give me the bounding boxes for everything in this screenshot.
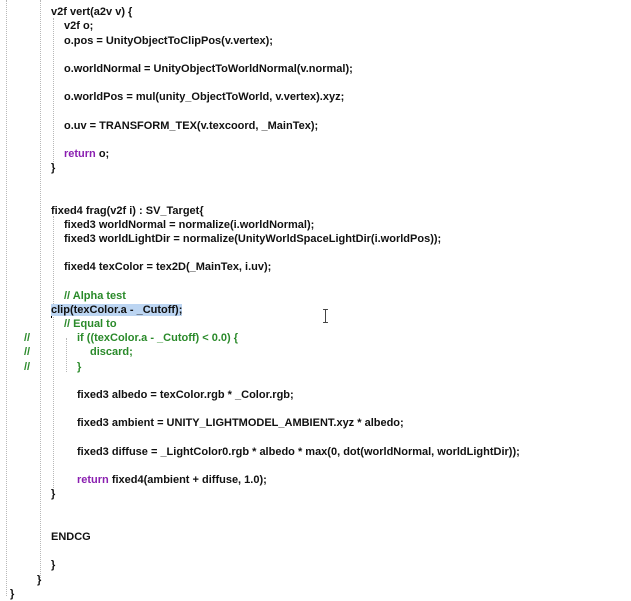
indent-guide <box>66 338 67 372</box>
code-text: } <box>51 559 56 571</box>
code-line[interactable]: o.worldNormal = UnityObjectToWorldNormal… <box>64 62 353 76</box>
code-line[interactable]: } <box>51 558 55 572</box>
code-text: ENDCG <box>51 531 91 543</box>
code-text: o; <box>95 148 110 160</box>
comment-marker: // <box>24 332 31 344</box>
keyword-return: return <box>64 148 96 160</box>
code-text: fixed4(ambient + diffuse, 1.0); <box>108 474 267 486</box>
code-text: o.worldNormal = UnityObjectToWorldNormal… <box>64 63 353 75</box>
code-text: } <box>10 588 15 600</box>
code-line[interactable]: ENDCG <box>51 530 91 544</box>
comment-marker: // <box>24 361 31 373</box>
code-line[interactable]: // Equal to <box>64 317 117 331</box>
code-line[interactable]: if ((texColor.a - _Cutoff) < 0.0) { <box>77 331 238 345</box>
code-line[interactable]: fixed3 albedo = texColor.rgb * _Color.rg… <box>77 388 294 402</box>
code-line[interactable]: fixed3 worldLightDir = normalize(UnityWo… <box>64 232 441 246</box>
code-line[interactable]: fixed3 worldNormal = normalize(i.worldNo… <box>64 218 314 232</box>
code-line[interactable]: o.pos = UnityObjectToClipPos(v.vertex); <box>64 34 273 48</box>
code-line[interactable]: o.worldPos = mul(unity_ObjectToWorld, v.… <box>64 90 344 104</box>
ibeam-cursor-icon <box>322 309 329 323</box>
code-line[interactable]: fixed4 frag(v2f i) : SV_Target{ <box>51 204 204 218</box>
code-comment: // Equal to <box>64 318 117 330</box>
code-line[interactable]: } <box>51 487 55 501</box>
code-comment: discard; <box>90 346 133 358</box>
code-text: } <box>51 488 56 500</box>
code-line[interactable]: v2f vert(a2v v) { <box>51 5 132 19</box>
indent-guide <box>6 0 7 596</box>
code-line[interactable]: discard; <box>90 345 133 359</box>
code-line[interactable]: } <box>10 587 14 601</box>
code-line[interactable]: // Alpha test <box>64 289 126 303</box>
code-line[interactable]: fixed3 diffuse = _LightColor0.rgb * albe… <box>77 445 520 459</box>
code-text: fixed3 albedo = texColor.rgb * _Color.rg… <box>77 389 294 401</box>
text-selection[interactable]: clip(texColor.a - _Cutoff); <box>51 304 183 316</box>
code-text: fixed4 texColor = tex2D(_MainTex, i.uv); <box>64 261 272 273</box>
code-text: fixed3 worldLightDir = normalize(UnityWo… <box>64 233 442 245</box>
code-text: v2f vert(a2v v) { <box>51 6 133 18</box>
code-line[interactable]: return o; <box>64 147 109 161</box>
code-text: o.uv = TRANSFORM_TEX(v.texcoord, _MainTe… <box>64 120 319 132</box>
code-line[interactable]: fixed3 ambient = UNITY_LIGHTMODEL_AMBIEN… <box>77 416 404 430</box>
code-line[interactable]: v2f o; <box>64 19 93 33</box>
code-text: } <box>51 162 56 174</box>
code-text: fixed3 ambient = UNITY_LIGHTMODEL_AMBIEN… <box>77 417 404 429</box>
code-comment: if ((texColor.a - _Cutoff) < 0.0) { <box>77 332 239 344</box>
indent-guide <box>53 216 54 494</box>
code-line-selected[interactable]: clip(texColor.a - _Cutoff); <box>51 303 183 317</box>
comment-marker: // <box>24 346 31 358</box>
code-line[interactable]: fixed4 texColor = tex2D(_MainTex, i.uv); <box>64 260 271 274</box>
indent-guide <box>40 0 41 580</box>
code-text: } <box>37 574 42 586</box>
code-line[interactable]: } <box>51 161 55 175</box>
keyword-return: return <box>77 474 109 486</box>
code-line[interactable]: o.uv = TRANSFORM_TEX(v.texcoord, _MainTe… <box>64 119 318 133</box>
code-comment: } <box>77 361 82 373</box>
indent-guide <box>53 18 54 168</box>
code-line[interactable]: return fixed4(ambient + diffuse, 1.0); <box>77 473 267 487</box>
code-line[interactable]: } <box>77 360 81 374</box>
code-text: v2f o; <box>64 20 94 32</box>
code-text: fixed4 frag(v2f i) : SV_Target{ <box>51 205 204 217</box>
code-text: o.worldPos = mul(unity_ObjectToWorld, v.… <box>64 91 345 103</box>
code-text: o.pos = UnityObjectToClipPos(v.vertex); <box>64 35 273 47</box>
code-text: fixed3 diffuse = _LightColor0.rgb * albe… <box>77 446 520 458</box>
code-text: fixed3 worldNormal = normalize(i.worldNo… <box>64 219 315 231</box>
code-line[interactable]: } <box>37 573 41 587</box>
code-comment: // Alpha test <box>64 290 126 302</box>
